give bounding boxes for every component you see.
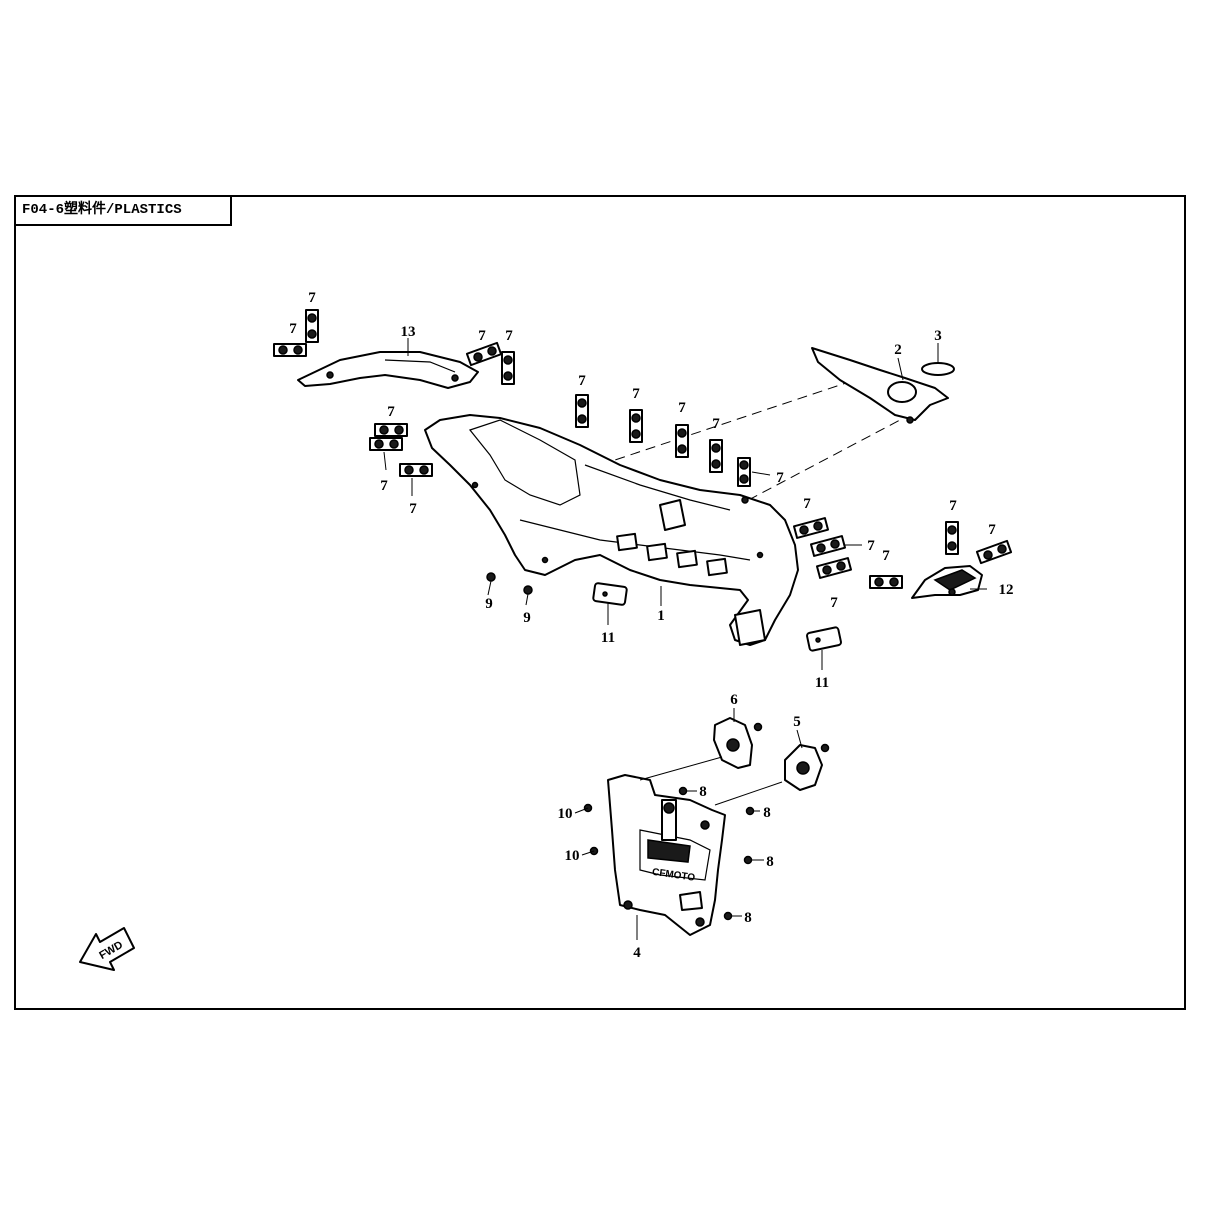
callout-3: 3	[934, 328, 942, 344]
callout-7: 7	[380, 478, 388, 494]
callout-12: 12	[999, 582, 1014, 598]
callout-11: 11	[815, 675, 829, 691]
part-8-nut	[820, 743, 830, 753]
callout-8: 8	[744, 910, 752, 926]
callout-7: 7	[409, 501, 417, 517]
screw	[945, 521, 959, 555]
callout-6: 6	[730, 692, 738, 708]
diagram-title: F04-6塑料件/PLASTICS	[14, 195, 232, 226]
callout-7: 7	[830, 595, 838, 611]
callout-2: 2	[894, 342, 902, 358]
callout-11: 11	[601, 630, 615, 646]
screw	[399, 463, 433, 477]
part-9-bolt	[486, 572, 496, 582]
callout-7: 7	[712, 416, 720, 432]
callout-5: 5	[793, 714, 801, 730]
part-12-cover	[911, 565, 983, 599]
part-8-nut	[745, 806, 755, 816]
diagram-frame	[14, 195, 1186, 1010]
callout-7: 7	[882, 548, 890, 564]
screw	[737, 457, 751, 487]
part-13-trim	[297, 351, 479, 389]
screw	[975, 539, 1013, 565]
part-3-badge	[921, 362, 955, 376]
part-8-nut	[678, 786, 688, 796]
callout-7: 7	[578, 373, 586, 389]
screw	[815, 557, 853, 579]
leader-lines	[383, 338, 987, 940]
screw	[792, 517, 830, 539]
screw	[575, 394, 589, 428]
part-8-nut	[723, 911, 733, 921]
callout-7: 7	[949, 498, 957, 514]
callout-8: 8	[766, 854, 774, 870]
screw	[501, 351, 515, 385]
screw	[629, 409, 643, 443]
screw	[305, 309, 319, 343]
screw	[709, 439, 723, 473]
callout-10: 10	[558, 806, 573, 822]
callout-9: 9	[523, 610, 531, 626]
callout-8: 8	[699, 784, 707, 800]
screw	[369, 437, 403, 451]
part-2-trim	[811, 347, 949, 424]
callout-7: 7	[289, 321, 297, 337]
callout-7: 7	[478, 328, 486, 344]
callout-7: 7	[505, 328, 513, 344]
screw	[374, 423, 408, 437]
part-11-pad-right	[806, 626, 842, 652]
part-1-rear-body	[424, 414, 799, 646]
part-8-nut	[753, 722, 763, 732]
callout-4: 4	[633, 945, 641, 961]
part-5-mount	[784, 744, 823, 791]
callout-7: 7	[678, 400, 686, 416]
callout-7: 7	[867, 538, 875, 554]
screw	[465, 341, 503, 367]
callout-labels: 13 7 7 7 7 7 7 7 7 7 7 7 7 7 7 7 7 7 7 2…	[289, 290, 1013, 961]
screw	[869, 575, 903, 589]
callout-7: 7	[803, 496, 811, 512]
callout-7: 7	[632, 386, 640, 402]
screw	[809, 535, 847, 557]
callout-1: 1	[657, 608, 665, 624]
part-7-screws	[273, 309, 1013, 589]
part-8-nut	[743, 855, 753, 865]
callout-7: 7	[308, 290, 316, 306]
part-4-plate-bracket: CFMOTO	[607, 774, 726, 936]
part-11-pad-left	[592, 582, 628, 606]
screw	[675, 424, 689, 458]
part-6-mount	[713, 717, 753, 769]
callout-7: 7	[988, 522, 996, 538]
callout-10: 10	[565, 848, 580, 864]
screw	[273, 343, 307, 357]
callout-7: 7	[387, 404, 395, 420]
callout-9: 9	[485, 596, 493, 612]
callout-7: 7	[776, 470, 784, 486]
fwd-arrow-icon: FWD	[79, 927, 135, 971]
part-9-bolt	[523, 585, 533, 595]
callout-8: 8	[763, 805, 771, 821]
callout-13: 13	[401, 324, 416, 340]
